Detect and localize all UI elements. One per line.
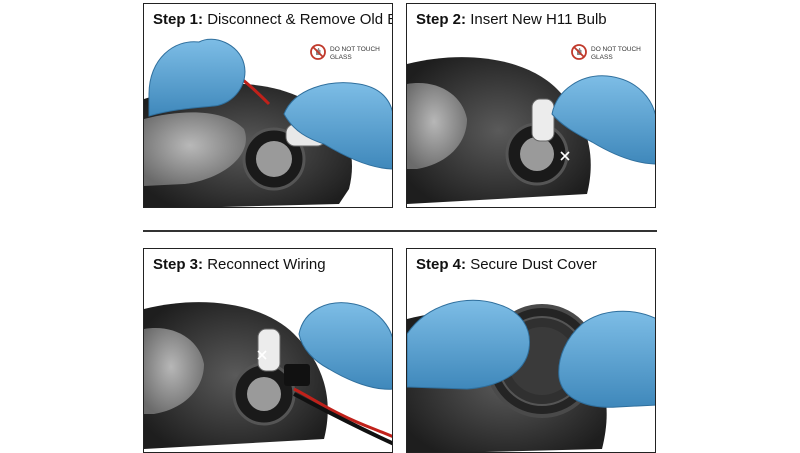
step-3-illustration — [144, 302, 392, 449]
step-3-title: Step 3: Reconnect Wiring — [153, 256, 326, 273]
step-1-number: Step 1: — [153, 11, 204, 28]
step-1-warning: DO NOT TOUCH GLASS — [310, 44, 382, 62]
step-3-panel: Step 3: Reconnect Wiring — [143, 248, 393, 453]
step-3-number: Step 3: — [153, 256, 204, 273]
step-1-panel: Step 1: Disconnect & Remove Old Bulb DO … — [143, 3, 393, 208]
step-1-illustration — [144, 38, 392, 207]
step-3-label: Reconnect Wiring — [207, 256, 326, 273]
step-1-label: Disconnect & Remove Old Bulb — [207, 11, 392, 28]
step-1-warning-text: DO NOT TOUCH GLASS — [330, 46, 380, 61]
step-4-panel: Step 4: Secure Dust Cover — [406, 248, 656, 453]
step-2-illustration — [407, 57, 655, 204]
step-2-title: Step 2: Insert New H11 Bulb — [416, 11, 607, 28]
step-4-illustration — [407, 299, 655, 452]
step-2-panel: Step 2: Insert New H11 Bulb DO NOT TOUCH… — [406, 3, 656, 208]
step-2-label: Insert New H11 Bulb — [470, 11, 607, 28]
step-4-title: Step 4: Secure Dust Cover — [416, 256, 597, 273]
step-1-title: Step 1: Disconnect & Remove Old Bulb — [153, 11, 392, 28]
step-2-warning-text: DO NOT TOUCH GLASS — [591, 46, 641, 61]
step-2-number: Step 2: — [416, 11, 467, 28]
no-touch-icon — [310, 44, 326, 60]
step-4-number: Step 4: — [416, 256, 467, 273]
no-touch-icon — [571, 44, 587, 60]
step-4-label: Secure Dust Cover — [470, 256, 597, 273]
step-2-warning: DO NOT TOUCH GLASS — [571, 44, 643, 62]
section-divider — [143, 230, 657, 232]
